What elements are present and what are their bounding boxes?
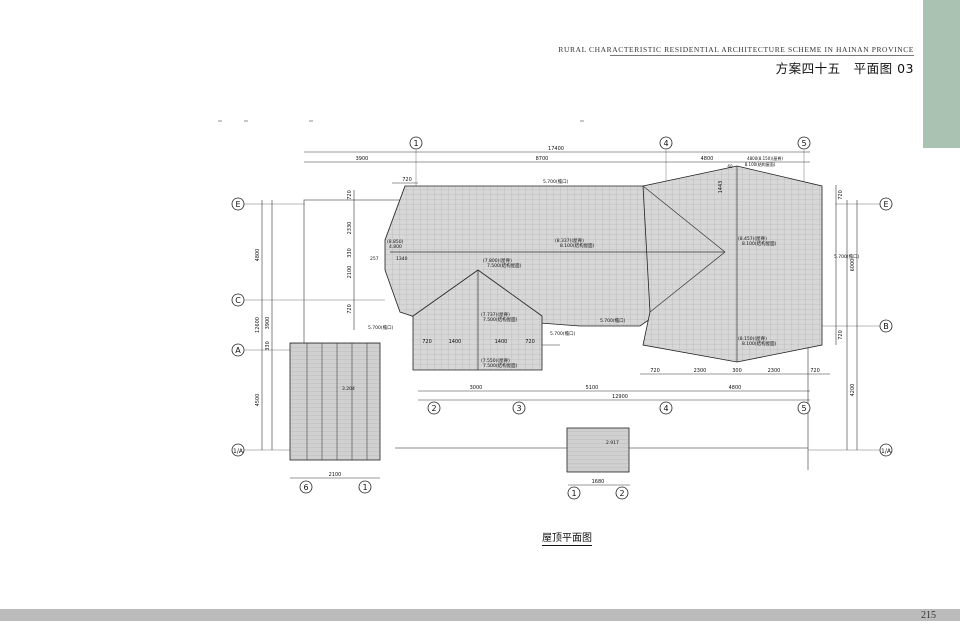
dim-right-1: 6000 — [850, 259, 856, 272]
dim-top-3: 4800 — [701, 156, 714, 162]
axis-top-1: 1 — [413, 139, 418, 148]
elev-right-ridge: (8.457)(屋脊) — [738, 235, 767, 242]
header-title: 方案四十五 平面图 03 — [775, 61, 914, 76]
axis-bottom-4: 4 — [663, 404, 668, 413]
dim-top-2: 8700 — [536, 156, 549, 162]
axis-aux-6: 6 — [303, 483, 308, 492]
right-wing-roof — [642, 165, 823, 363]
dim-left-3: 3900 — [265, 317, 271, 330]
axis-left-e: E — [235, 200, 240, 209]
stair-roof — [289, 342, 381, 461]
dim-bottom-inner-3: 1400 — [495, 339, 508, 345]
dim-bottom-3: 4800 — [729, 385, 742, 391]
elev-front-low: (7.550)(屋脊) — [481, 357, 510, 364]
elev-left-dim: 1340 — [396, 256, 408, 262]
dim-right-small-1: 1443 — [718, 181, 724, 194]
dim-right-2: 4200 — [850, 384, 856, 397]
dim-left-inner-5: 720 — [347, 304, 353, 314]
axis-right-b: B — [883, 322, 889, 331]
side-tab — [923, 0, 960, 148]
dim-left-2: 12600 — [255, 317, 261, 333]
dim-bottom-inner-2: 1400 — [449, 339, 462, 345]
axis-bubbles: 1 4 5 E C A 1/A E B 1/A 2 3 4 5 6 1 1 2 — [231, 136, 893, 500]
dim-right-inner-4: 2300 — [768, 368, 781, 374]
dim-bottom-2: 5100 — [586, 385, 599, 391]
elev-stair-level: 3.204 — [342, 386, 355, 392]
elev-right-ridge2: 8.100(结构屋面) — [742, 240, 777, 247]
main-roof — [384, 165, 823, 371]
header-subtitle: RURAL CHARACTERISTIC RESIDENTIAL ARCHITE… — [558, 45, 914, 54]
dim-left-1: 4800 — [255, 249, 261, 262]
dim-top-1: 3900 — [356, 156, 369, 162]
dim-left-4: 330 — [265, 341, 271, 351]
elev-front-low2: 7.500(结构屋面) — [483, 362, 518, 369]
dimension-lines — [261, 151, 858, 486]
elev-front-ridge: (7.800)(屋脊) — [483, 257, 512, 264]
elev-box-level: 2.917 — [606, 440, 619, 446]
elevation-notes: 5.700(檐口) (8.337)(屋脊) 8.100(结构屋面) (8.850… — [342, 178, 860, 446]
axis-bottom-3: 3 — [516, 404, 521, 413]
elev-right-low: (8.150)(屋脊) — [738, 335, 767, 342]
drawing-caption: 屋顶平面图 — [542, 529, 592, 546]
dim-bottom-inner-1: 720 — [422, 339, 432, 345]
elev-eave-left: 5.700(檐口) — [368, 324, 394, 331]
dim-bottom-total: 12900 — [612, 394, 628, 400]
axis-aux-r1: 1 — [571, 489, 576, 498]
axis-lines — [244, 150, 880, 451]
dim-right-inner-5: 720 — [810, 368, 820, 374]
dim-right-inner-1: 720 — [650, 368, 660, 374]
dim-right-small-2: 720 — [838, 190, 844, 200]
dim-left-5: 4500 — [255, 394, 261, 407]
page-number: 215 — [921, 610, 936, 621]
elev-front-mid: (7.737)(屋脊) — [481, 311, 510, 318]
dim-overall: 17400 — [548, 146, 564, 152]
elev-eave-right: 5.700(檐口) — [834, 253, 860, 260]
elev-left-small: 257 — [370, 256, 379, 262]
dim-top-note: 4800(8.150)(屋脊) — [747, 155, 783, 161]
dim-top-note2: 8.100(结构屋面) — [745, 161, 776, 167]
axis-bottom-2: 2 — [431, 404, 436, 413]
axis-top-5: 5 — [801, 139, 806, 148]
dim-top-small: 60 — [727, 164, 733, 169]
dim-left-inner-1: 720 — [347, 190, 353, 200]
dimension-texts: 17400 3900 8700 4800 4800(8.150)(屋脊) 8.1… — [255, 146, 856, 485]
axis-left-c: C — [235, 296, 241, 305]
footer-band — [0, 609, 960, 621]
axis-left-1a: 1/A — [233, 448, 244, 455]
elev-left-ridge: (8.850) — [387, 239, 404, 245]
elev-right-low2: 8.100(结构屋面) — [742, 340, 777, 347]
dim-bottom-inner-4: 720 — [525, 339, 535, 345]
dim-stair-width: 2100 — [329, 472, 342, 478]
axis-right-1a: 1/A — [881, 448, 892, 455]
dim-top-detail: 720 — [402, 177, 412, 183]
elev-eave-center: 5.700(檐口) — [600, 317, 626, 324]
axis-left-a: A — [235, 346, 241, 355]
dim-bottom-1: 3000 — [470, 385, 483, 391]
elev-front-mid2: 7.500(结构屋面) — [483, 316, 518, 323]
dim-left-inner-2: 2330 — [347, 222, 353, 235]
axis-top-4: 4 — [663, 139, 668, 148]
axis-aux-1: 1 — [362, 483, 367, 492]
elev-left-ridge2: 4.800 — [389, 244, 402, 250]
elev-front-ridge2: 7.500(结构屋面) — [487, 262, 522, 269]
dim-box-width: 1680 — [592, 479, 605, 485]
axis-bottom-5: 5 — [801, 404, 806, 413]
axis-aux-r2: 2 — [619, 489, 624, 498]
dim-left-inner-4: 330 — [347, 248, 353, 258]
small-roof-box — [566, 427, 630, 473]
header-rule — [610, 55, 914, 56]
elev-eave-bottom: 5.700(檐口) — [550, 330, 576, 337]
elev-ridge-main2: 8.100(结构屋面) — [560, 242, 595, 249]
elev-ridge-main: (8.337)(屋脊) — [555, 237, 584, 244]
dim-left-inner-3: 2100 — [347, 266, 353, 279]
axis-right-e: E — [883, 200, 888, 209]
dim-right-inner-3: 300 — [732, 368, 742, 374]
dim-right-inner-2: 2300 — [694, 368, 707, 374]
dim-right-small-3: 720 — [838, 330, 844, 340]
elev-eave-top: 5.700(檐口) — [543, 178, 569, 185]
